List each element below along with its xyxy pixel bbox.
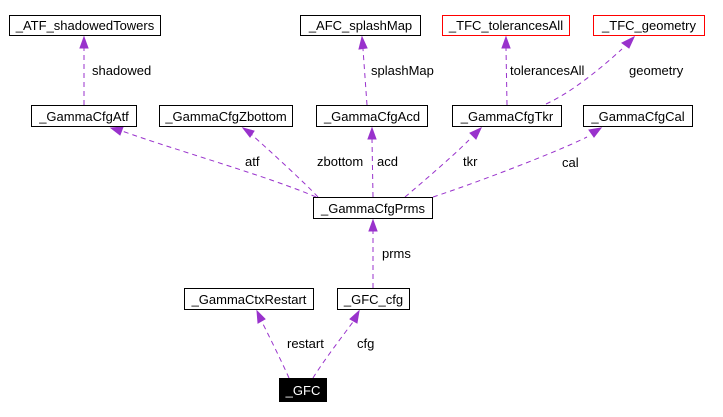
node-gammacfgacd[interactable]: _GammaCfgAcd: [316, 105, 428, 127]
edge-label-splashmap: splashMap: [371, 63, 434, 78]
node-gammacfgzbottom[interactable]: _GammaCfgZbottom: [159, 105, 293, 127]
node-gammacfgprms[interactable]: _GammaCfgPrms: [313, 197, 433, 219]
edge-prms: [368, 218, 378, 288]
node-gfc-cfg[interactable]: _GFC_cfg: [337, 288, 410, 310]
edge-label-prms: prms: [382, 246, 411, 261]
edge-label-restart: restart: [287, 336, 324, 351]
edge-geometry: [545, 35, 636, 105]
edge-label-cal: cal: [562, 155, 579, 170]
node-gammacfgcal[interactable]: _GammaCfgCal: [583, 105, 693, 127]
node-gammacfgatf[interactable]: _GammaCfgAtf: [31, 105, 137, 127]
edge-tolerancesall: [501, 35, 511, 106]
node-atf-shadowedtowers[interactable]: _ATF_shadowedTowers: [9, 15, 161, 36]
edge-atf: [109, 126, 317, 198]
node-tfc-geometry: _TFC_geometry: [593, 15, 705, 36]
edge-label-tolerancesall: tolerancesAll: [510, 63, 585, 78]
edge-shadowed: [79, 35, 89, 105]
edge-label-cfg: cfg: [357, 336, 375, 351]
edge-tkr: [404, 126, 483, 198]
edge-acd: [367, 126, 377, 198]
node-gammactxrestart[interactable]: _GammaCtxRestart: [184, 288, 314, 310]
node-afc-splashmap[interactable]: _AFC_splashMap: [300, 15, 421, 36]
edge-restart: [256, 309, 290, 379]
edge-label-tkr: tkr: [463, 154, 478, 169]
edge-label-shadowed: shadowed: [92, 63, 152, 78]
edge-zbottom: [241, 127, 319, 198]
node-gfc-focus: _GFC: [279, 378, 327, 402]
edge-label-acd: acd: [377, 154, 398, 169]
edge-label-geometry: geometry: [629, 63, 684, 78]
edge-cfg: [312, 309, 360, 379]
edge-label-zbottom: zbottom: [317, 154, 364, 169]
edge-cal: [432, 127, 603, 198]
node-tfc-tolerancesall: _TFC_tolerancesAll: [442, 15, 570, 36]
edge-splashmap: [358, 35, 368, 106]
edge-label-atf: atf: [245, 154, 260, 169]
node-gammacfgtkr[interactable]: _GammaCfgTkr: [452, 105, 562, 127]
